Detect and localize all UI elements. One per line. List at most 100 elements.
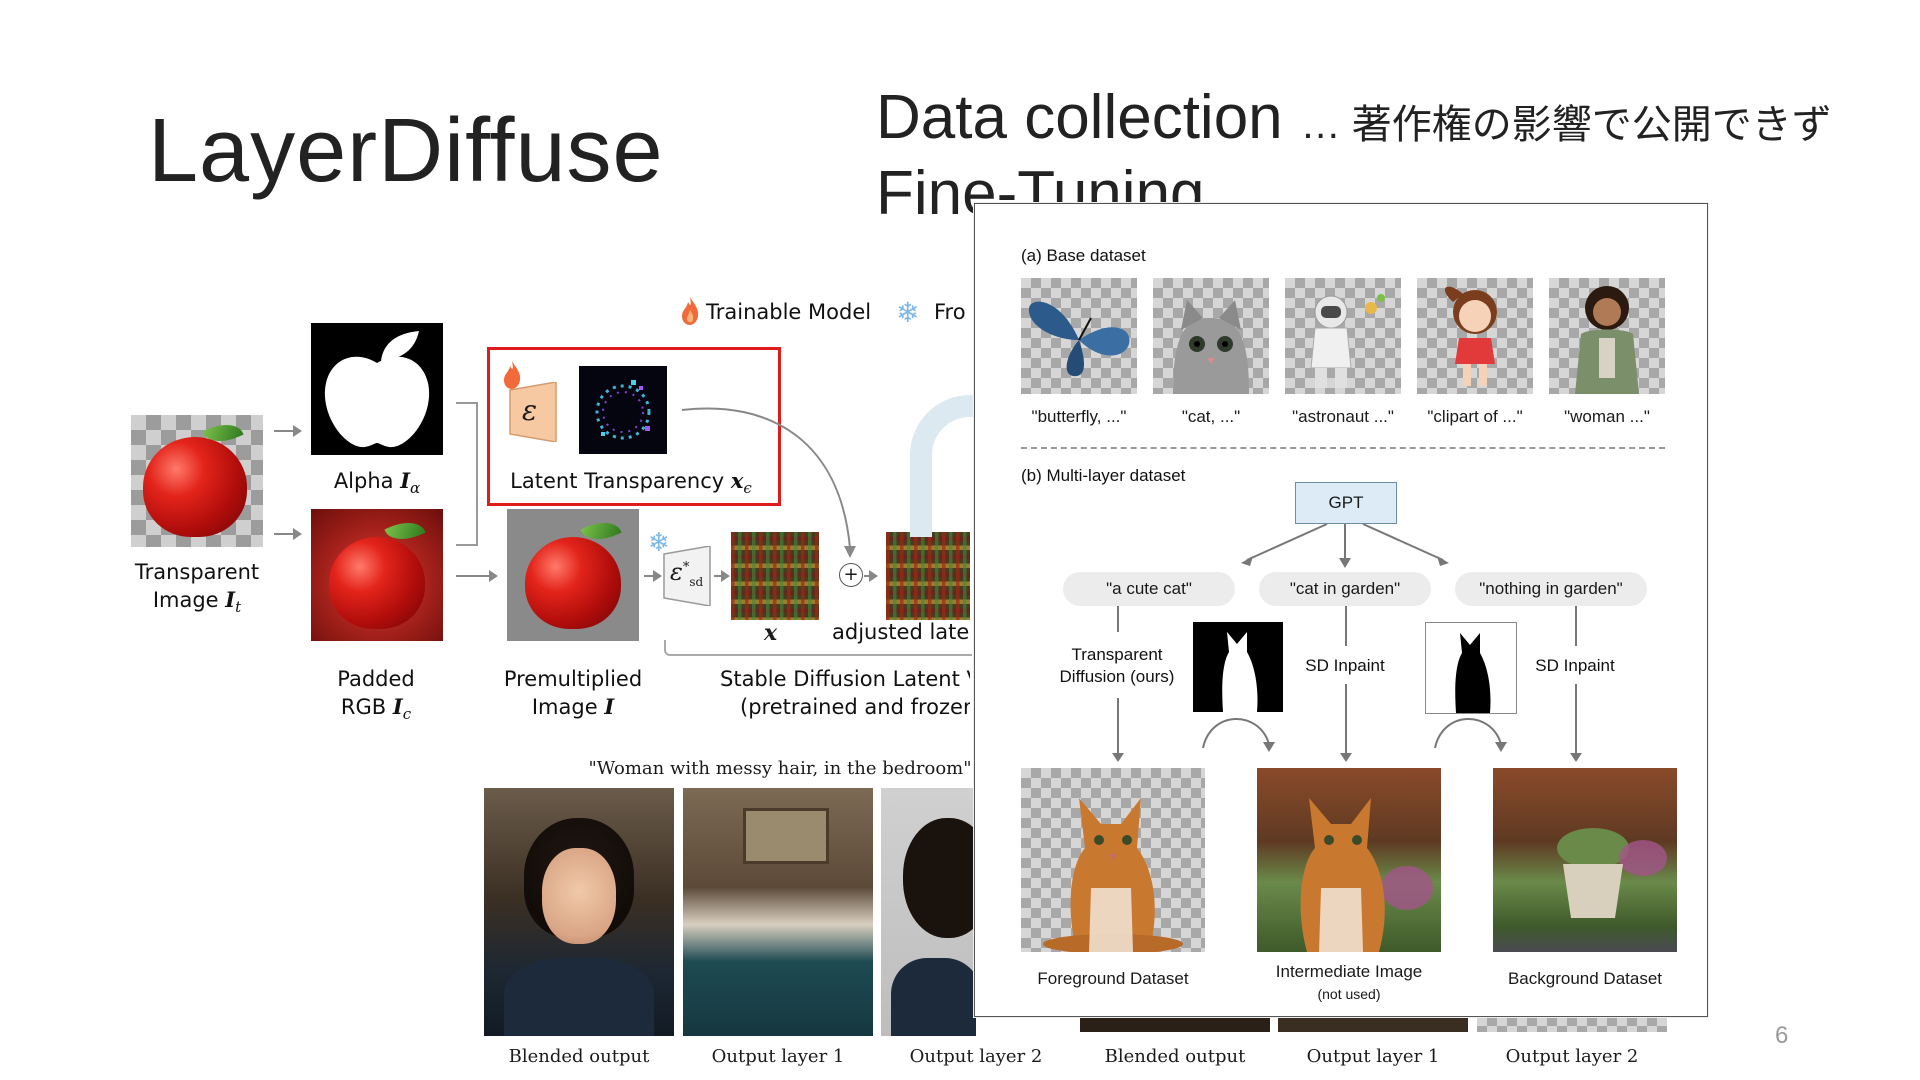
foreground-cat-image [1021, 768, 1205, 952]
arrow-to-alpha [274, 425, 302, 437]
connector-3-top [1575, 606, 1577, 646]
clipart-girl-thumb [1417, 278, 1533, 394]
result-photo-1 [484, 788, 674, 1036]
sd-encoder-symbol: ε [670, 558, 683, 586]
transparent-label-image: Image [152, 588, 219, 612]
transparent-image-thumb [131, 415, 263, 547]
base-caption-5: "woman ..." [1564, 407, 1650, 426]
dataset-panel: (a) Base dataset "butterfly, ..." "cat, … [974, 203, 1708, 1017]
sd-vae-line2: (pretrained and frozen) [740, 695, 970, 719]
result-photo-6-sliver [1477, 1016, 1667, 1032]
base-caption-2: "cat, ..." [1181, 407, 1241, 426]
transparent-symbol: I [225, 587, 236, 612]
highlight-box [487, 347, 781, 506]
padded-rgb-thumb [311, 509, 443, 641]
gpt-node: GPT [1295, 482, 1397, 524]
connector-1-top [1117, 606, 1119, 632]
arrow-to-premult [456, 570, 498, 582]
transparent-label-line1: Transparent [134, 560, 260, 584]
padded-label-line2: RGB Ic [296, 693, 456, 728]
section-a-title: (a) Base dataset [1021, 246, 1146, 265]
sd-inpaint-label-2: SD Inpaint [1535, 656, 1615, 675]
sd-vae-bracket [664, 640, 972, 656]
results-prompt: "Woman with messy hair, in the bedroom" [588, 758, 972, 779]
result-caption-2: Output layer 1 [711, 1046, 845, 1067]
background-garden-image [1493, 768, 1677, 952]
data-collection-title: Data collection [876, 83, 1283, 152]
latent-transparency-label: Latent Transparency xϵ [487, 468, 775, 497]
result-caption-6: Output layer 2 [1505, 1046, 1639, 1067]
transparent-diffusion-label: Transparent Diffusion (ours) [1037, 644, 1197, 688]
sd-encoder-sub: sd [689, 574, 704, 589]
premult-label-image: Image [531, 695, 598, 719]
rgb-subscript: c [402, 705, 412, 724]
result-caption-4: Blended output [1104, 1046, 1246, 1067]
alpha-label-text: Alpha [333, 469, 394, 493]
section-b-title: (b) Multi-layer dataset [1021, 466, 1186, 485]
intermediate-image-label: Intermediate Image [1275, 962, 1423, 981]
prompt-nothing-in-garden: "nothing in garden" [1455, 572, 1647, 606]
latent-x-thumb [731, 532, 819, 620]
latent-transparency-text: Latent Transparency [510, 469, 725, 493]
transparent-label-line2: Image It [110, 586, 284, 621]
sd-inpaint-label-1: SD Inpaint [1305, 656, 1385, 675]
arrow-to-latent-x [714, 570, 730, 582]
padded-label-rgb: RGB [340, 695, 387, 719]
curve-arrow-1 [1202, 718, 1275, 752]
premult-label-line1: Premultiplied [503, 667, 643, 691]
padded-label-line1: Padded [337, 667, 415, 691]
sd-encoder-label: ε*sd [670, 558, 703, 589]
arrow-to-adjusted [864, 570, 878, 582]
result-caption-3: Output layer 2 [909, 1046, 1043, 1067]
transparent-image-label: Transparent Image It [110, 558, 284, 621]
woman-thumb [1549, 278, 1665, 394]
premult-label-line2: Image I [490, 693, 656, 721]
premult-symbol: I [604, 694, 615, 719]
latent-subscript: ϵ [743, 479, 752, 498]
snowflake-icon: ❄ [896, 296, 920, 329]
plus-node: + [839, 563, 863, 587]
cat-mask-white [1193, 622, 1283, 712]
sd-vae-line1: Stable Diffusion Latent VA [720, 667, 970, 691]
sd-encoder-sup: * [682, 560, 690, 575]
astronaut-thumb [1285, 278, 1401, 394]
result-caption-1: Blended output [508, 1046, 650, 1067]
sd-encoder: ε*sd [662, 545, 712, 607]
legend-trainable: Trainable Model [706, 300, 872, 324]
trainable-encoder: ε [508, 381, 558, 443]
foreground-dataset-label: Foreground Dataset [1037, 969, 1189, 988]
background-dataset-label: Background Dataset [1507, 969, 1663, 988]
alpha-label: Alpha Iα [311, 468, 443, 497]
section-divider [1021, 447, 1665, 449]
latent-x-label: x [764, 620, 778, 646]
connector-1-bottom [1112, 698, 1124, 762]
base-caption-3: "astronaut ..." [1292, 407, 1394, 426]
data-collection-note: … 著作権の影響で公開できず [1300, 103, 1832, 147]
butterfly-thumb [1021, 278, 1137, 394]
adjusted-latent-label: adjusted latent [832, 620, 970, 644]
result-photo-4-sliver [1080, 1016, 1270, 1032]
page-number: 6 [1775, 1022, 1789, 1049]
base-caption-4: "clipart of ..." [1427, 407, 1523, 426]
curve-arrow-2 [1434, 718, 1507, 752]
transparent-diffusion-line1: Transparent [1071, 645, 1163, 664]
connector-2-top [1345, 606, 1347, 646]
intermediate-cat-image [1257, 768, 1441, 952]
cat-mask-black [1425, 622, 1517, 714]
arrow-to-padded [274, 528, 302, 540]
alpha-subscript: α [410, 479, 421, 498]
cat-thumb [1153, 278, 1269, 394]
connector-3-bottom [1570, 684, 1582, 762]
transparent-subscript: t [235, 598, 242, 617]
padded-rgb-label: Padded RGB Ic [296, 665, 456, 728]
sd-vae-label: Stable Diffusion Latent VA (pretrained a… [720, 665, 970, 721]
rgb-symbol: I [392, 694, 403, 719]
premultiplied-thumb [507, 509, 639, 641]
premultiplied-label: Premultiplied Image I [490, 665, 656, 721]
connector-2-bottom [1340, 684, 1352, 762]
snowflake-icon-encoder: ❄ [648, 528, 670, 558]
base-caption-1: "butterfly, ..." [1031, 407, 1127, 426]
alpha-image-thumb [311, 323, 443, 455]
not-used-label: (not used) [1317, 986, 1381, 1002]
encoder-symbol: ε [522, 394, 538, 427]
